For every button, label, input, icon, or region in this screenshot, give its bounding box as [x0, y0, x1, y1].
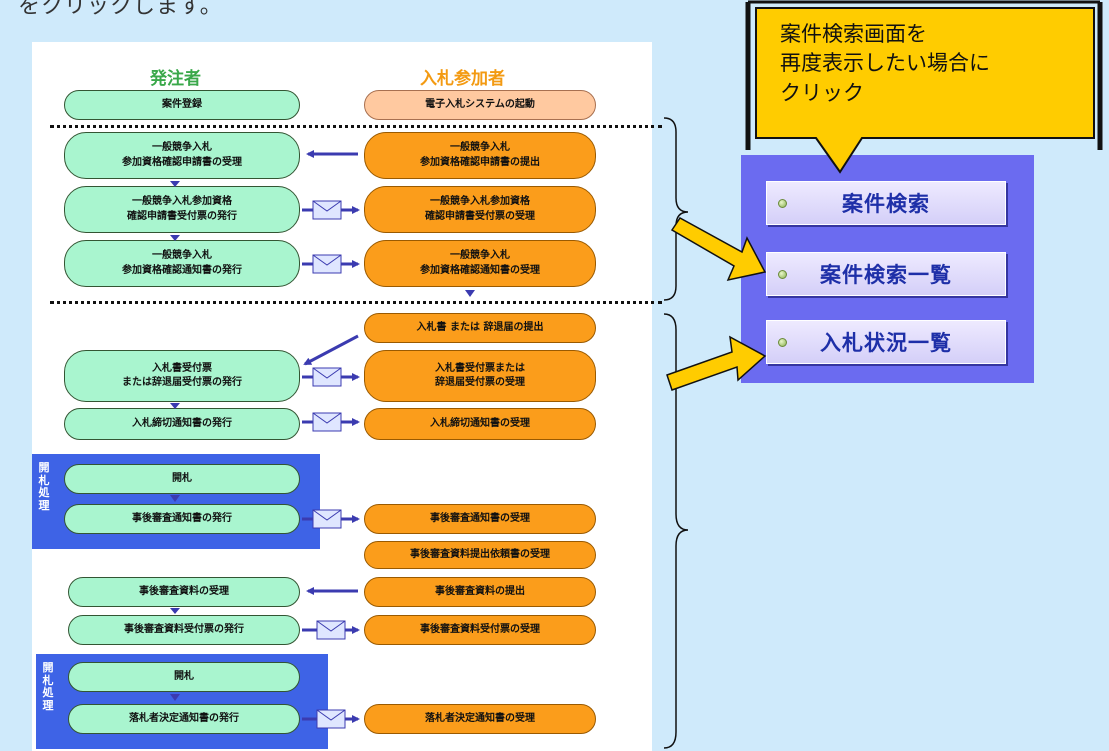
case-search-button[interactable]: 案件検索	[766, 181, 1006, 225]
bidder-column-header: 入札参加者	[420, 69, 505, 89]
bullet-icon	[778, 338, 787, 347]
section-divider-1	[50, 125, 662, 128]
bid-close-issue-node: 入札締切通知書の発行	[64, 408, 300, 440]
section-divider-2	[50, 301, 662, 304]
qual-notice-issue-node: 一般競争入札 参加資格確認通知書の発行	[64, 240, 300, 287]
callout-bubble	[745, 0, 1103, 174]
intro-text: をクリックします。	[18, 0, 223, 19]
review-notice-receive-node: 事後審査通知書の受理	[364, 504, 596, 534]
bullet-icon	[778, 270, 787, 279]
pointer-arrows	[666, 217, 767, 391]
bid-receipt-issue-node: 入札書受付票 または辞退届受付票の発行	[64, 350, 300, 402]
bracket-braces	[663, 117, 689, 749]
qual-receipt-receive-node: 一般競争入札参加資格 確認申請書受付票の受理	[364, 186, 596, 233]
winner-notice-receive-node: 落札者決定通知書の受理	[364, 704, 596, 734]
winner-notice-issue-node: 落札者決定通知書の発行	[68, 704, 300, 734]
qual-apply-submit-node: 一般競争入札 参加資格確認申請書の提出	[364, 132, 596, 179]
opening-node-1: 開札	[64, 464, 300, 494]
opening-node-2: 開札	[68, 662, 300, 692]
review-docs-submit-node: 事後審査資料の提出	[364, 577, 596, 607]
case-search-list-button[interactable]: 案件検索一覧	[766, 252, 1006, 296]
bid-submit-node: 入札書 または 辞退届の提出	[364, 313, 596, 343]
opening-process-label-1: 開札処理	[38, 461, 50, 512]
qual-notice-receive-node: 一般競争入札 参加資格確認通知書の受理	[364, 240, 596, 287]
review-notice-issue-node: 事後審査通知書の発行	[64, 504, 300, 534]
review-docs-receipt-receive-node: 事後審査資料受付票の受理	[364, 615, 596, 645]
bid-close-receive-node: 入札締切通知書の受理	[364, 408, 596, 440]
orderer-column-header: 発注者	[150, 69, 201, 89]
case-registration-node: 案件登録	[64, 90, 300, 120]
opening-process-label-2: 開札処理	[42, 661, 54, 712]
submit-arrows	[303, 150, 359, 595]
bullet-icon	[778, 199, 787, 208]
qual-apply-receive-node: 一般競争入札 参加資格確認申請書の受理	[64, 132, 300, 179]
callout-text: 案件検索画面を 再度表示したい場合に クリック	[780, 22, 990, 105]
flow-down-arrows	[170, 181, 475, 701]
send-arrows-with-envelope	[302, 200, 360, 729]
review-docs-receipt-issue-node: 事後審査資料受付票の発行	[68, 615, 300, 645]
bid-status-list-button[interactable]: 入札状況一覧	[766, 320, 1006, 364]
bid-receipt-receive-node: 入札書受付票または 辞退届受付票の受理	[364, 350, 596, 402]
review-docs-receive-node: 事後審査資料の受理	[68, 577, 300, 607]
qual-receipt-issue-node: 一般競争入札参加資格 確認申請書受付票の発行	[64, 186, 300, 233]
review-request-receive-node: 事後審査資料提出依頼書の受理	[364, 541, 596, 569]
case-search-list-button-label: 案件検索一覧	[820, 263, 952, 287]
system-start-node: 電子入札システムの起動	[364, 90, 596, 120]
case-search-button-label: 案件検索	[842, 192, 930, 216]
bid-status-list-button-label: 入札状況一覧	[820, 331, 952, 355]
